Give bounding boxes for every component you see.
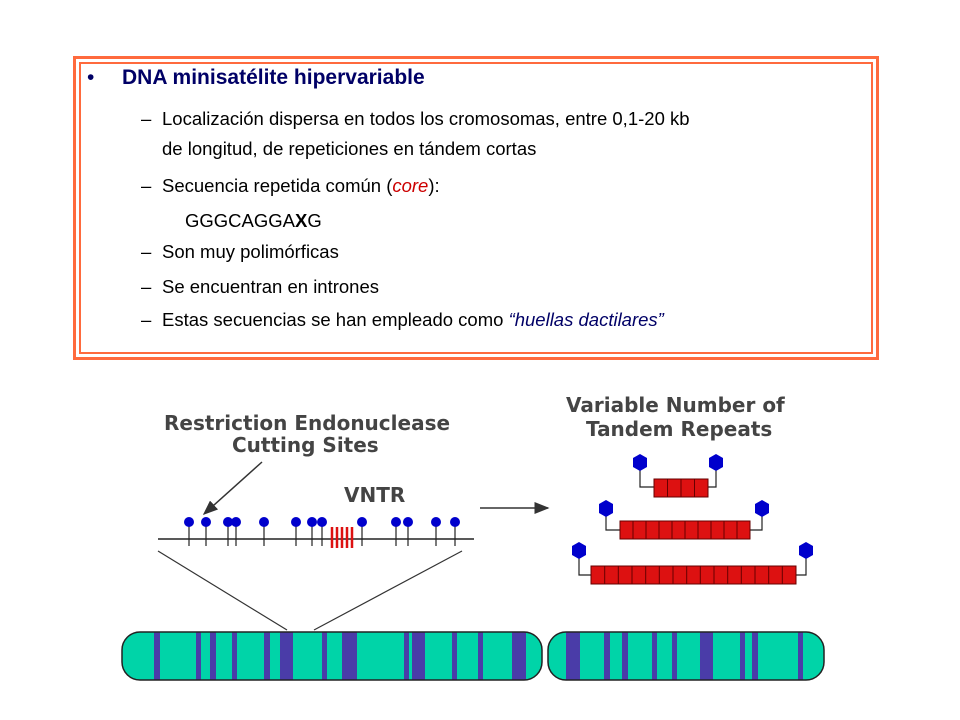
dash-icon: – (141, 309, 152, 330)
blue-pin-icon (450, 517, 460, 546)
localizacion-text-1: Localización dispersa en todos los cromo… (162, 108, 690, 129)
secuencia-close: ): (428, 175, 440, 196)
blue-pin-icon (431, 517, 441, 546)
dash-icon: – (141, 276, 152, 297)
core-x: X (295, 210, 308, 231)
repeat-group-large (572, 542, 813, 585)
blue-pin-icon (184, 517, 194, 546)
label-restriction-2: Cutting Sites (232, 433, 379, 457)
huellas-italic: “huellas dactilares” (508, 309, 664, 330)
dash-icon: – (141, 241, 152, 262)
repeat-group-medium (599, 500, 769, 540)
blue-pin-icon (391, 517, 401, 546)
title-text: DNA minisatélite hipervariable (122, 66, 425, 89)
label-variable-1: Variable Number of (566, 393, 785, 417)
core-word: core (392, 175, 429, 196)
repeat-group-small (633, 454, 723, 498)
polimorficas-text: Son muy polimórficas (162, 241, 339, 262)
bullet-icon: • (87, 66, 95, 89)
intrones-text: Se encuentran en intrones (162, 276, 380, 297)
secuencia-text: Secuencia repetida común ( (162, 175, 393, 196)
localizacion-text-2: de longitud, de repeticiones en tándem c… (162, 138, 537, 159)
text-box (73, 56, 879, 360)
blue-pin-icon (357, 517, 367, 546)
blue-pin-icon (259, 517, 269, 546)
blue-pin-icon (231, 517, 241, 546)
blue-pin-icon (317, 517, 327, 546)
cut-sites (184, 517, 460, 546)
dash-icon: – (141, 108, 152, 129)
blue-pin-icon (223, 517, 233, 546)
zoom-line-right (313, 550, 463, 631)
blue-pin-icon (201, 517, 211, 546)
label-restriction-1: Restriction Endonuclease (164, 411, 450, 435)
dash-icon: – (141, 175, 152, 196)
core-sequence: GGGCAGGAXG (185, 210, 322, 231)
label-vntr: VNTR (344, 483, 405, 507)
pointer-arrow (202, 461, 263, 516)
vntr-ticks (330, 527, 354, 548)
label-variable-2: Tandem Repeats (586, 417, 772, 441)
huellas-text: Estas secuencias se han empleado como (162, 309, 509, 330)
blue-pin-icon (403, 517, 413, 546)
chromosome (121, 631, 825, 681)
blue-pin-icon (307, 517, 317, 546)
blue-pin-icon (291, 517, 301, 546)
zoom-line-left (157, 550, 288, 631)
